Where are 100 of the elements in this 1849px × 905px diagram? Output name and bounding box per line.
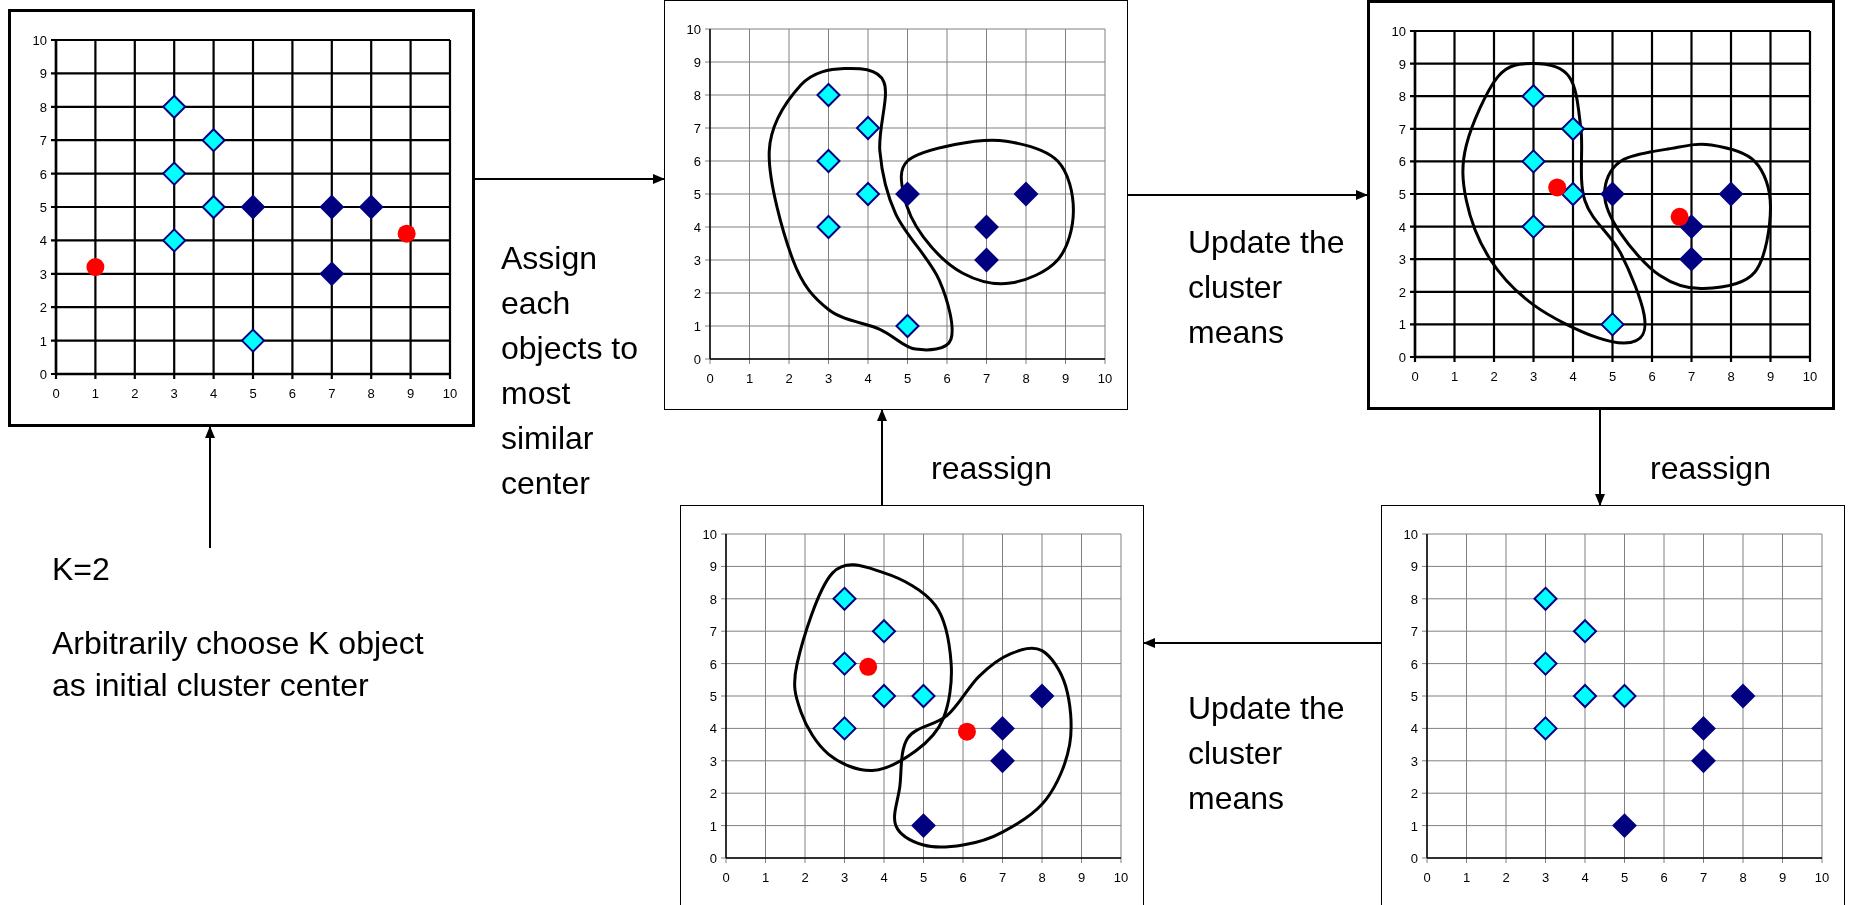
- tick-label: 9: [39, 66, 47, 82]
- tick-label: 0: [39, 367, 47, 382]
- tick-label: 6: [709, 656, 717, 672]
- tick-label: 0: [706, 371, 714, 386]
- tick-label: 9: [407, 386, 415, 401]
- tick-label: 1: [91, 386, 99, 401]
- tick-label: 3: [170, 386, 178, 401]
- arrow: [474, 174, 665, 184]
- tick-label: 4: [210, 386, 218, 401]
- tick-label: 0: [1398, 350, 1406, 365]
- arrow: [877, 409, 887, 506]
- tick-label: 1: [1398, 317, 1406, 333]
- tick-label: 3: [693, 253, 701, 268]
- chart-frame: [8, 9, 475, 427]
- tick-label: 5: [903, 371, 912, 386]
- edge-label: reassign: [1650, 449, 1772, 488]
- tick-label: 10: [1113, 870, 1129, 885]
- chart-frame: [664, 0, 1128, 410]
- tick-label: 9: [709, 559, 717, 575]
- tick-label: 5: [39, 200, 47, 215]
- tick-label: 6: [693, 154, 701, 169]
- arrow: [1595, 409, 1605, 506]
- tick-label: 5: [1410, 689, 1418, 704]
- tick-label: 1: [1450, 369, 1459, 384]
- tick-label: 4: [1410, 721, 1418, 737]
- chart-frame: [680, 505, 1144, 905]
- tick-label: 2: [1502, 870, 1510, 885]
- tick-label: 8: [39, 99, 47, 115]
- edge-label: Assign each objects to most similar center: [501, 239, 639, 503]
- tick-label: 5: [709, 689, 717, 704]
- tick-label: 10: [1802, 369, 1818, 384]
- tick-label: 10: [1814, 870, 1830, 885]
- edge-label: Update the cluster means: [1188, 689, 1346, 818]
- tick-label: 0: [1411, 369, 1419, 384]
- tick-label: 9: [1766, 369, 1775, 384]
- tick-label: 9: [1077, 870, 1086, 885]
- tick-label: 8: [1398, 89, 1406, 105]
- tick-label: 2: [785, 371, 793, 386]
- tick-label: 8: [367, 386, 375, 401]
- tick-label: 3: [1410, 753, 1418, 769]
- tick-label: 1: [709, 818, 717, 834]
- tick-label: 2: [1490, 369, 1498, 384]
- arrow: [1127, 190, 1368, 200]
- tick-label: 6: [1660, 870, 1668, 885]
- tick-label: 8: [1038, 870, 1046, 885]
- tick-label: 5: [1620, 870, 1629, 885]
- arrow: [205, 426, 215, 549]
- tick-label: 3: [1398, 252, 1406, 268]
- tick-label: 9: [1398, 56, 1406, 72]
- tick-label: 4: [39, 233, 47, 249]
- tick-label: 2: [709, 786, 717, 802]
- chart-frame: [1381, 505, 1845, 905]
- tick-label: 4: [880, 870, 888, 885]
- tick-label: 2: [131, 386, 139, 401]
- tick-label: 7: [39, 133, 47, 149]
- tick-label: 6: [288, 386, 296, 401]
- tick-label: 2: [39, 300, 47, 316]
- tick-label: 4: [864, 371, 872, 386]
- tick-label: 9: [693, 55, 701, 70]
- tick-label: 1: [745, 371, 754, 386]
- tick-label: 2: [801, 870, 809, 885]
- tick-label: 1: [761, 870, 770, 885]
- tick-label: 3: [1541, 870, 1550, 885]
- tick-label: 7: [1687, 369, 1696, 384]
- tick-label: 3: [1529, 369, 1538, 384]
- tick-label: 7: [328, 386, 336, 401]
- node-text: Arbitrarily choose K object as initial cluster center: [52, 624, 425, 705]
- edge-label: reassign: [931, 449, 1053, 488]
- tick-label: 6: [943, 371, 951, 386]
- chart-frame: [1367, 0, 1835, 410]
- tick-label: 4: [693, 220, 701, 235]
- tick-label: 7: [693, 121, 701, 136]
- tick-label: 4: [1581, 870, 1589, 885]
- node-text: K=2: [52, 550, 111, 589]
- tick-label: 10: [1403, 527, 1418, 542]
- tick-label: 0: [1423, 870, 1431, 885]
- tick-label: 6: [1398, 154, 1406, 170]
- edge-label: Update the cluster means: [1188, 223, 1346, 352]
- tick-label: 8: [1410, 591, 1418, 607]
- tick-label: 0: [709, 851, 717, 866]
- tick-label: 9: [1778, 870, 1787, 885]
- tick-label: 9: [1061, 371, 1070, 386]
- tick-label: 6: [1648, 369, 1656, 384]
- tick-label: 4: [709, 721, 717, 737]
- tick-label: 10: [686, 22, 701, 37]
- tick-label: 5: [1608, 369, 1617, 384]
- tick-label: 0: [693, 352, 701, 367]
- tick-label: 0: [1410, 851, 1418, 866]
- tick-label: 1: [693, 319, 701, 334]
- tick-label: 8: [1022, 371, 1030, 386]
- tick-label: 3: [709, 753, 717, 769]
- arrow: [1143, 638, 1382, 648]
- tick-label: 3: [840, 870, 849, 885]
- tick-label: 7: [998, 870, 1007, 885]
- tick-label: 9: [1410, 559, 1418, 575]
- tick-label: 4: [1569, 369, 1577, 384]
- tick-label: 2: [1410, 786, 1418, 802]
- tick-label: 0: [52, 386, 60, 401]
- tick-label: 0: [722, 870, 730, 885]
- tick-label: 1: [1410, 818, 1418, 834]
